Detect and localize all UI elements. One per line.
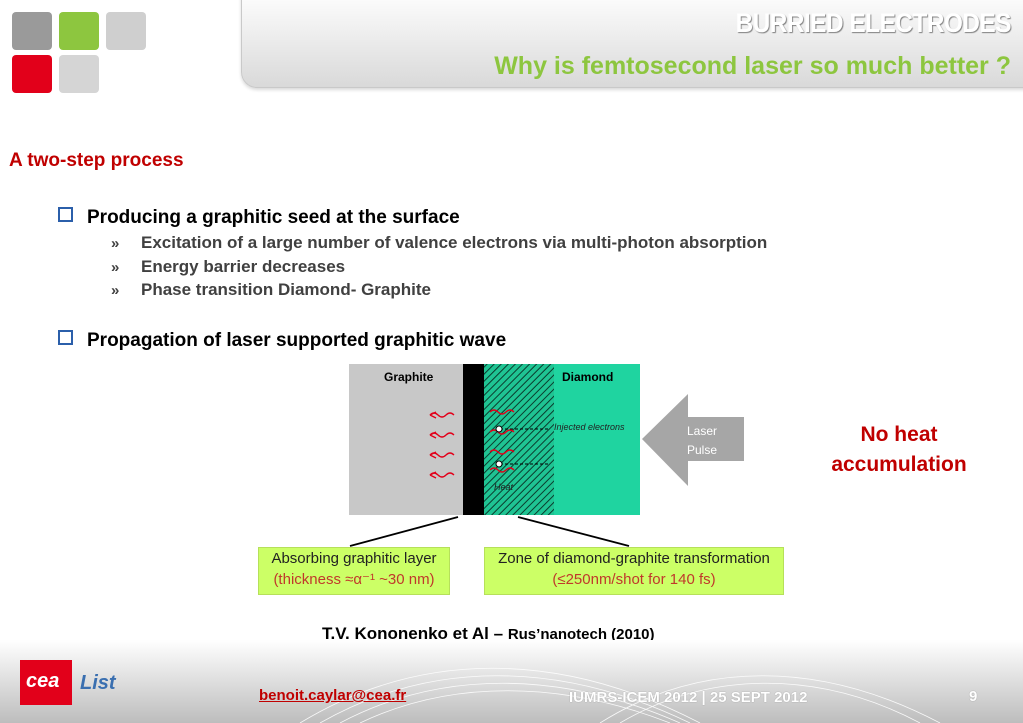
- section-title: A two-step process: [9, 150, 184, 171]
- page-subtitle: Why is femtosecond laser so much better …: [494, 52, 1011, 80]
- transformation-zone-label: Zone of diamond-graphite transformation …: [484, 547, 784, 595]
- logo-square-red: [12, 55, 52, 93]
- pointer-line-right: [517, 516, 630, 547]
- electron-dot: [495, 460, 503, 468]
- footer-email-link[interactable]: benoit.caylar@cea.fr: [259, 687, 407, 704]
- citation: T.V. Kononenko et Al – Rus’nanotech (201…: [322, 624, 655, 644]
- list-logo-text: List: [80, 672, 116, 694]
- injected-electrons-label: Injected electrons: [554, 422, 625, 432]
- checkbox-bullet-icon: [58, 330, 73, 345]
- sub-bullet-text: Phase transition Diamond- Graphite: [141, 280, 431, 299]
- graphitization-diagram: Graphite Diamond Injected electrons Heat…: [349, 364, 744, 547]
- logo-square-grey-1: [12, 12, 52, 50]
- diamond-label: Diamond: [562, 370, 613, 384]
- callout-line: accumulation: [831, 453, 967, 476]
- citation-dash: –: [493, 624, 504, 643]
- cea-logo-text: cea: [26, 670, 60, 692]
- sub-bullet-text: Excitation of a large number of valence …: [141, 233, 768, 252]
- sub-bullet-item: » Phase transition Diamond- Graphite: [111, 280, 431, 300]
- absorbing-layer-label: Absorbing graphitic layer (thickness ≈α⁻…: [258, 547, 450, 595]
- logo-square-green: [59, 12, 99, 50]
- citation-source: Rus’nanotech (2010): [507, 626, 655, 643]
- logo-square-grey-2: [106, 12, 146, 50]
- bullet-text: Propagation of laser supported graphitic…: [87, 330, 507, 351]
- cea-logo: cea: [20, 660, 72, 705]
- bullet-text: Producing a graphitic seed at the surfac…: [87, 207, 460, 228]
- label-line: Zone of diamond-graphite transformation: [498, 550, 770, 567]
- heat-label: Heat: [494, 482, 514, 492]
- header-panel: [241, 0, 1023, 88]
- laser-label: Laser: [687, 424, 717, 438]
- diamond-region: [554, 364, 640, 515]
- transformation-zone: [484, 364, 554, 515]
- graphite-region: [349, 364, 465, 515]
- label-line: (≤250nm/shot for 140 fs): [552, 571, 716, 588]
- footer-conference: IUMRS-ICEM 2012 | 25 SEPT 2012: [569, 689, 808, 706]
- citation-authors: T.V. Kononenko et Al: [322, 624, 489, 643]
- sub-bullet-marker: »: [111, 235, 120, 252]
- no-heat-callout: No heat accumulation: [810, 420, 988, 480]
- checkbox-bullet-icon: [58, 207, 73, 222]
- logo-square-grey-3: [59, 55, 99, 93]
- graphite-label: Graphite: [384, 370, 434, 384]
- heat-wave-arrows: [429, 409, 515, 479]
- sub-bullet-item: » Energy barrier decreases: [111, 257, 345, 277]
- footer-band: [0, 640, 1023, 723]
- bullet-item: Propagation of laser supported graphitic…: [58, 330, 506, 352]
- sub-bullet-marker: »: [111, 282, 120, 299]
- callout-line: No heat: [860, 423, 938, 446]
- laser-pulse-arrow-icon: [642, 394, 744, 486]
- pointer-line-left: [349, 516, 459, 547]
- sub-bullet-item: » Excitation of a large number of valence…: [111, 233, 767, 253]
- page-number: 9: [969, 688, 978, 705]
- bullet-item: Producing a graphitic seed at the surfac…: [58, 207, 460, 229]
- page-title: BURRIED ELECTRODES: [735, 8, 1012, 38]
- electron-arrows: [500, 428, 550, 465]
- sub-bullet-marker: »: [111, 259, 120, 276]
- label-line: Absorbing graphitic layer: [271, 550, 437, 567]
- sub-bullet-text: Energy barrier decreases: [141, 257, 346, 276]
- label-line: (thickness ≈α⁻¹ ~30 nm): [273, 571, 435, 588]
- pulse-label: Pulse: [687, 443, 717, 457]
- graphitic-layer: [463, 364, 484, 515]
- electron-dot: [495, 425, 503, 433]
